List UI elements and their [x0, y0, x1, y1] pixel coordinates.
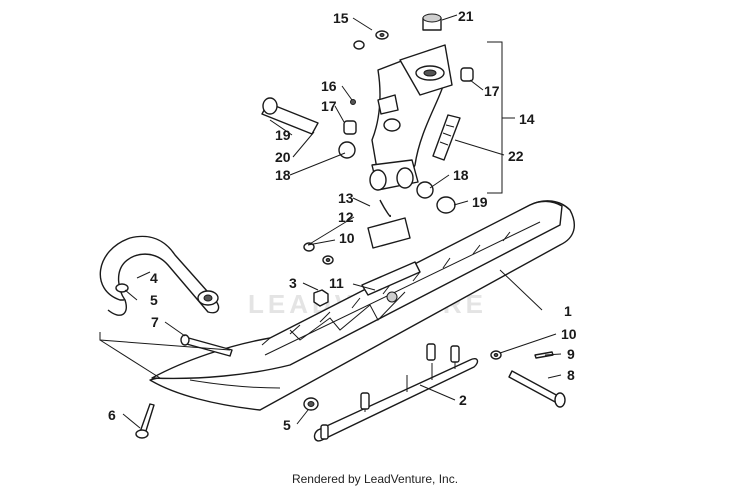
- spindle-assembly: [369, 44, 453, 191]
- callout-7: 7: [151, 314, 159, 330]
- callout-5-upper: 5: [150, 292, 158, 308]
- callout-19-left: 19: [275, 127, 291, 143]
- bracket-14: [487, 41, 503, 194]
- washer-10-lower: [490, 350, 502, 360]
- bumper-13: [367, 199, 411, 249]
- callout-15: 15: [333, 10, 349, 26]
- callout-10-lower: 10: [561, 326, 577, 342]
- callout-21: 21: [458, 8, 474, 24]
- bolt-7: [180, 334, 233, 357]
- cap-19-right: [436, 196, 456, 214]
- callout-4: 4: [150, 270, 158, 286]
- bushing-17-right: [460, 67, 474, 82]
- plate-22: [432, 114, 461, 161]
- washer-15: [353, 30, 389, 50]
- washer-12: [303, 242, 315, 252]
- callout-14: 14: [519, 111, 535, 127]
- callout-17-right: 17: [484, 83, 500, 99]
- callout-20: 20: [275, 149, 291, 165]
- bolt-8: [508, 370, 566, 408]
- callout-3: 3: [289, 275, 297, 291]
- washer-10-upper: [322, 255, 334, 265]
- callout-12: 12: [338, 209, 354, 225]
- footer-credit: Rendered by LeadVenture, Inc.: [292, 472, 458, 486]
- ski-body: [149, 200, 576, 411]
- callout-8: 8: [567, 367, 575, 383]
- callout-2: 2: [459, 392, 467, 408]
- wear-bar: [313, 343, 479, 442]
- ski-handle: [99, 235, 220, 316]
- leader-lines: [122, 14, 562, 429]
- bushing-18-right: [416, 181, 434, 199]
- callout-13: 13: [338, 190, 354, 206]
- washer-16: [350, 99, 356, 105]
- callout-5-lower: 5: [283, 417, 291, 433]
- callout-17-left: 17: [321, 98, 337, 114]
- bushing-17-left: [343, 120, 357, 135]
- callout-19-right: 19: [472, 194, 488, 210]
- bushing-5-lower: [303, 397, 319, 411]
- bushing-18-left: [338, 141, 356, 159]
- callout-10-upper: 10: [339, 230, 355, 246]
- callout-18-left: 18: [275, 167, 291, 183]
- bolt-6: [135, 403, 155, 439]
- cap-21: [422, 13, 442, 31]
- callout-6: 6: [108, 407, 116, 423]
- callout-18-right: 18: [453, 167, 469, 183]
- callout-16: 16: [321, 78, 337, 94]
- callout-11: 11: [329, 275, 344, 291]
- callout-1: 1: [564, 303, 572, 319]
- callout-9: 9: [567, 346, 575, 362]
- callout-22: 22: [508, 148, 524, 164]
- nut-3: [313, 289, 329, 307]
